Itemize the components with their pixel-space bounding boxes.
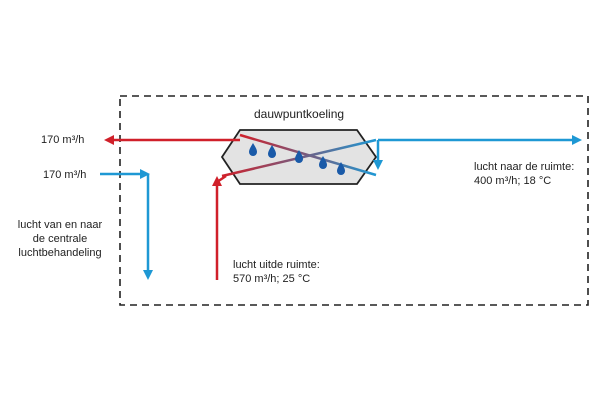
water-drop-icon <box>319 156 327 169</box>
central-label-line2: de centrale <box>32 233 88 245</box>
central-supply-arrow <box>100 169 153 280</box>
bypass-arrow <box>373 140 383 170</box>
from-room-line1: lucht uitde ruimte: <box>233 259 320 271</box>
water-drop-icon <box>295 150 303 163</box>
supply-air-arrow <box>378 135 582 145</box>
water-drop-icon <box>337 162 345 175</box>
flow-label-second: 170 m³/h <box>43 169 87 181</box>
arrow-icon <box>143 270 153 280</box>
central-label-line3: luchtbehandeling <box>18 247 102 259</box>
to-room-line2: 400 m³/h; 18 °C <box>474 175 552 187</box>
to-room-label: lucht naar de ruimte: 400 m³/h; 18 °C <box>474 160 574 188</box>
arrow-icon <box>140 169 150 179</box>
system-boundary <box>119 95 589 306</box>
diagram-title: dauwpuntkoeling <box>254 107 345 121</box>
exhaust-air-arrow <box>104 135 240 145</box>
central-label-line1: lucht van en naar <box>17 219 103 231</box>
arrow-icon <box>373 160 383 170</box>
from-room-label: lucht uitde ruimte: 570 m³/h; 25 °C <box>233 258 320 286</box>
from-room-line2: 570 m³/h; 25 °C <box>233 273 311 285</box>
arrow-icon <box>572 135 582 145</box>
return-air-arrow <box>212 174 227 280</box>
flow-label-top: 170 m³/h <box>41 134 85 146</box>
water-drop-icon <box>268 145 276 158</box>
water-drop-icon <box>249 143 257 156</box>
central-ahu-label: lucht van en naar de centrale luchtbehan… <box>4 218 116 260</box>
arrow-icon <box>104 135 114 145</box>
water-drops <box>249 143 345 175</box>
to-room-line1: lucht naar de ruimte: <box>474 161 575 173</box>
